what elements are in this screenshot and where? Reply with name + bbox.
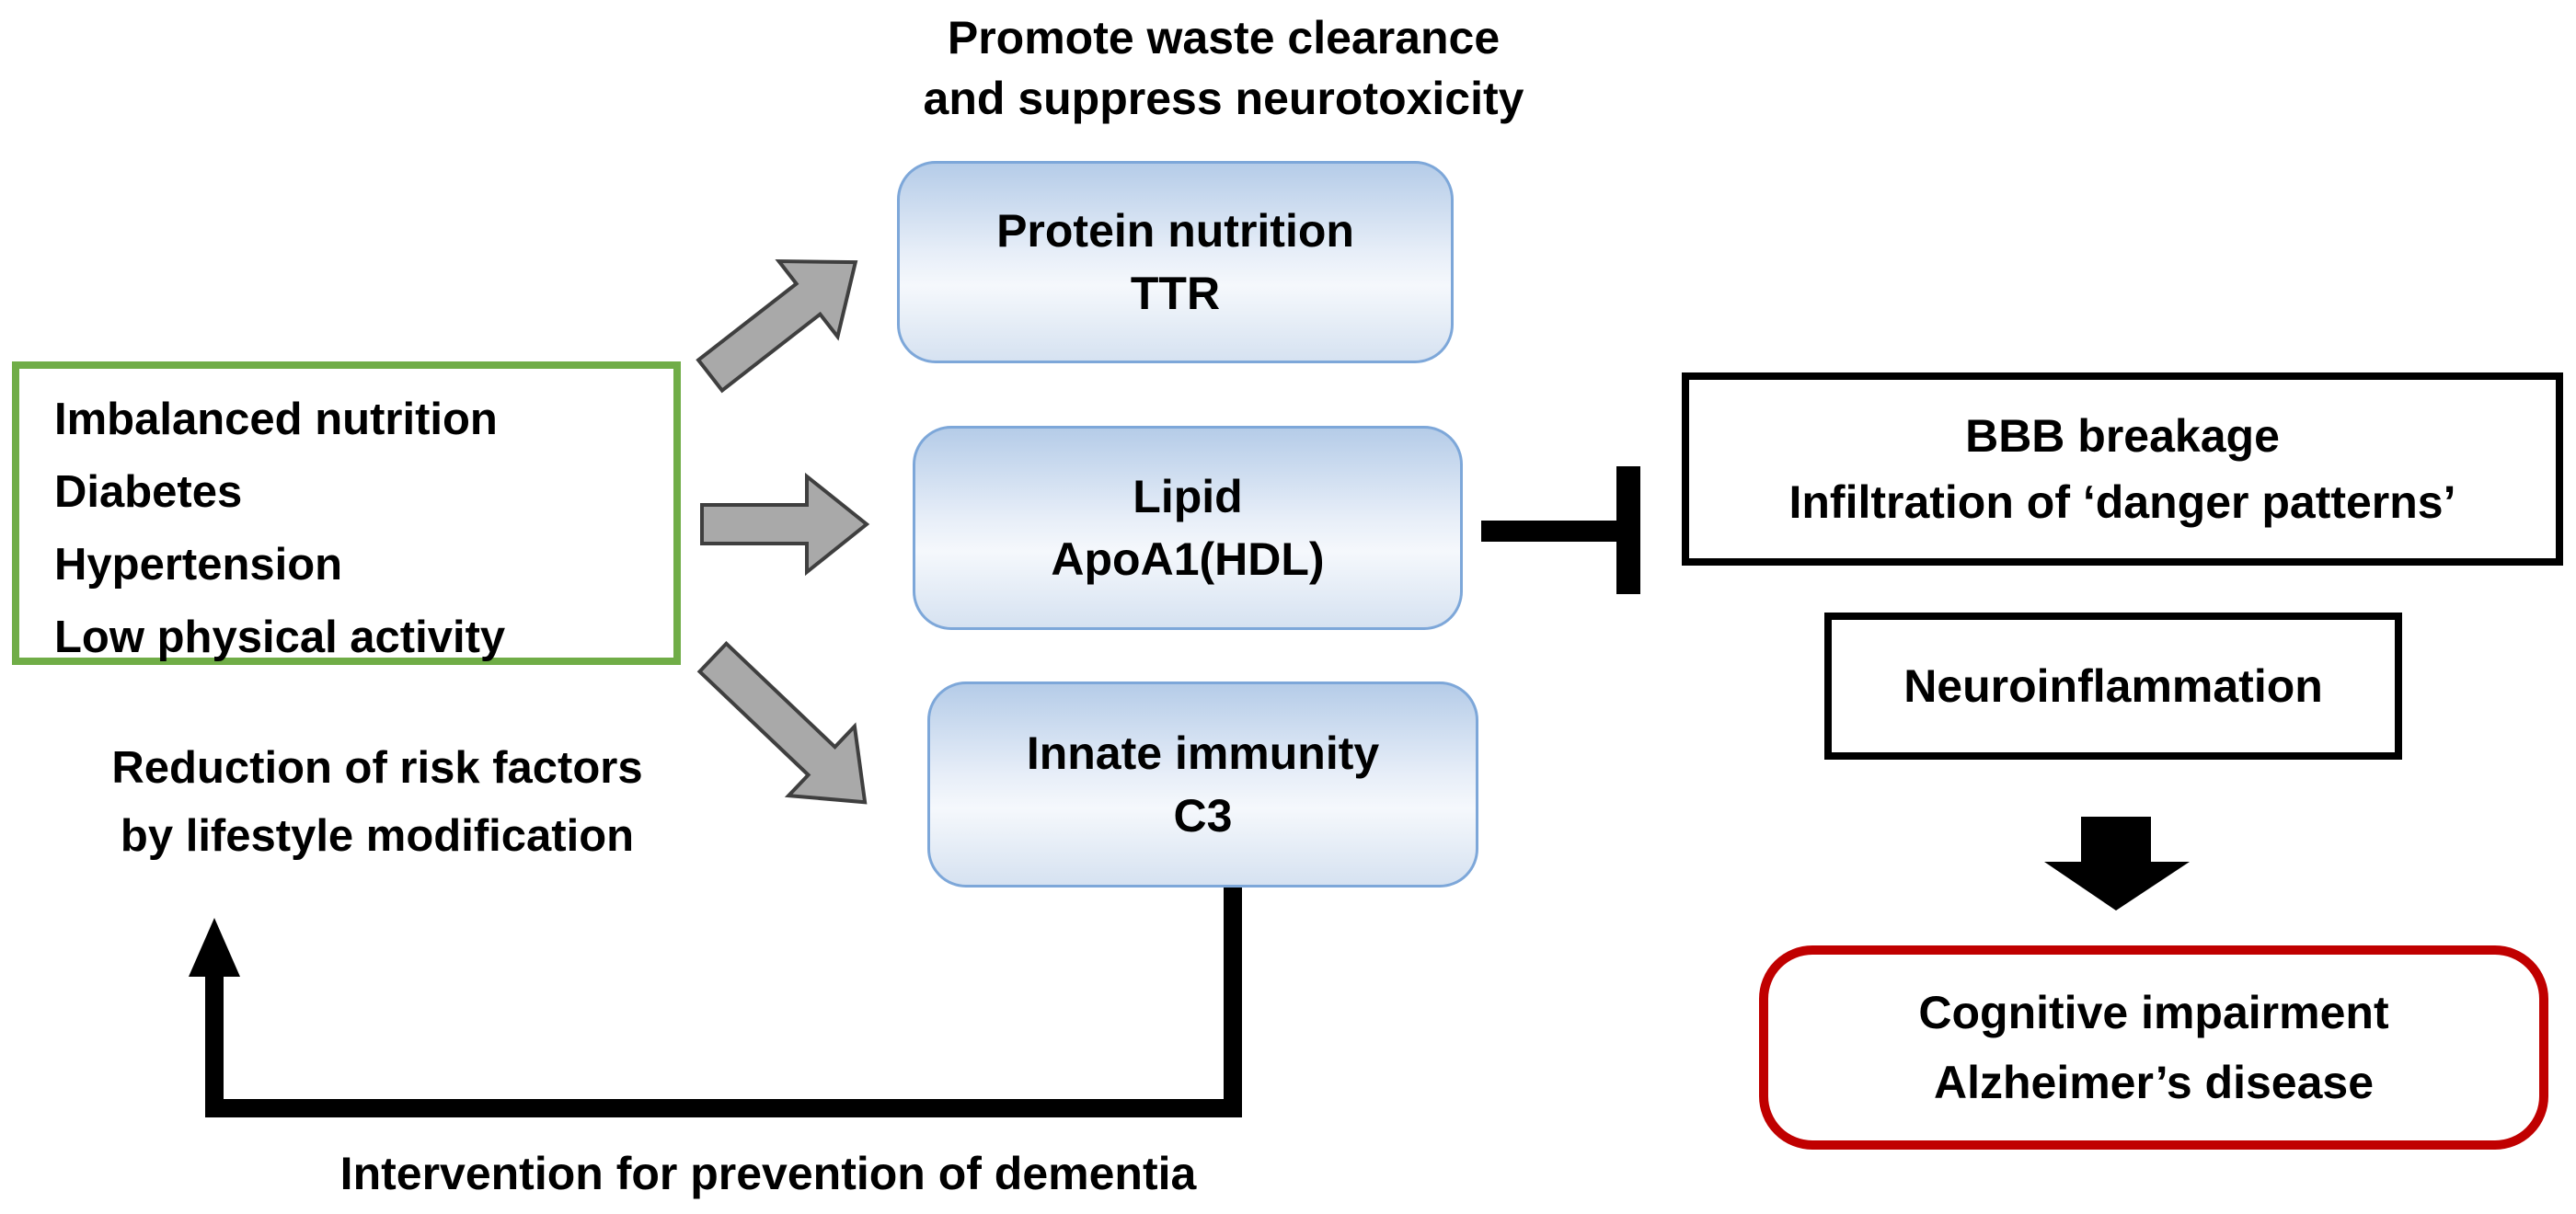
reduction-caption-line1: Reduction of risk factors	[111, 743, 643, 793]
reduction-caption: Reduction of risk factors by lifestyle m…	[9, 734, 745, 870]
feedback-arrowhead-icon	[189, 918, 240, 977]
promote-caption: Promote waste clearance and suppress neu…	[800, 7, 1647, 129]
promote-caption-line2: and suppress neurotoxicity	[923, 73, 1524, 124]
bbb-line1: BBB breakage	[1965, 410, 2280, 462]
outcome-line2: Alzheimer’s disease	[1933, 1057, 2375, 1108]
lipid-title: Lipid	[1133, 471, 1243, 522]
protein-nutrition-subtitle: TTR	[1130, 268, 1221, 319]
risk-item-diabetes: Diabetes	[54, 467, 243, 517]
risk-factors-box: Imbalanced nutrition Diabetes Hypertensi…	[12, 361, 681, 665]
neuroinflammation-box: Neuroinflammation	[1824, 613, 2402, 760]
inhibition-bar-head	[1616, 466, 1640, 594]
bbb-breakage-box: BBB breakage Infiltration of ‘danger pat…	[1682, 372, 2563, 566]
risk-item-low-physical-activity: Low physical activity	[54, 613, 506, 662]
arrow-neuro-to-outcome-icon	[2044, 817, 2190, 910]
innate-immunity-subtitle: C3	[1173, 790, 1233, 842]
neuroinflammation-label: Neuroinflammation	[1903, 660, 2323, 712]
promote-caption-line1: Promote waste clearance	[947, 12, 1501, 63]
innate-immunity-box: Innate immunity C3	[927, 681, 1478, 888]
outcome-box: Cognitive impairment Alzheimer’s disease	[1759, 945, 2548, 1150]
arrow-risk-to-lipid-icon	[700, 472, 870, 577]
arrow-risk-to-immunity-icon	[696, 640, 868, 805]
protein-nutrition-box: Protein nutrition TTR	[897, 161, 1454, 363]
reduction-caption-line2: by lifestyle modification	[120, 811, 635, 861]
outcome-line1: Cognitive impairment	[1918, 987, 2389, 1038]
risk-item-hypertension: Hypertension	[54, 540, 343, 590]
inhibition-bar-shaft	[1481, 521, 1617, 542]
lipid-box: Lipid ApoA1(HDL)	[913, 426, 1463, 630]
protein-nutrition-title: Protein nutrition	[996, 205, 1354, 257]
bbb-line2: Infiltration of ‘danger patterns’	[1788, 476, 2456, 528]
innate-immunity-title: Innate immunity	[1026, 727, 1380, 779]
intervention-caption: Intervention for prevention of dementia	[339, 1148, 1197, 1199]
arrow-risk-to-protein-icon	[696, 258, 858, 394]
lipid-subtitle: ApoA1(HDL)	[1051, 533, 1325, 585]
risk-item-imbalanced-nutrition: Imbalanced nutrition	[54, 395, 498, 444]
feedback-loop-line	[205, 881, 1242, 1117]
